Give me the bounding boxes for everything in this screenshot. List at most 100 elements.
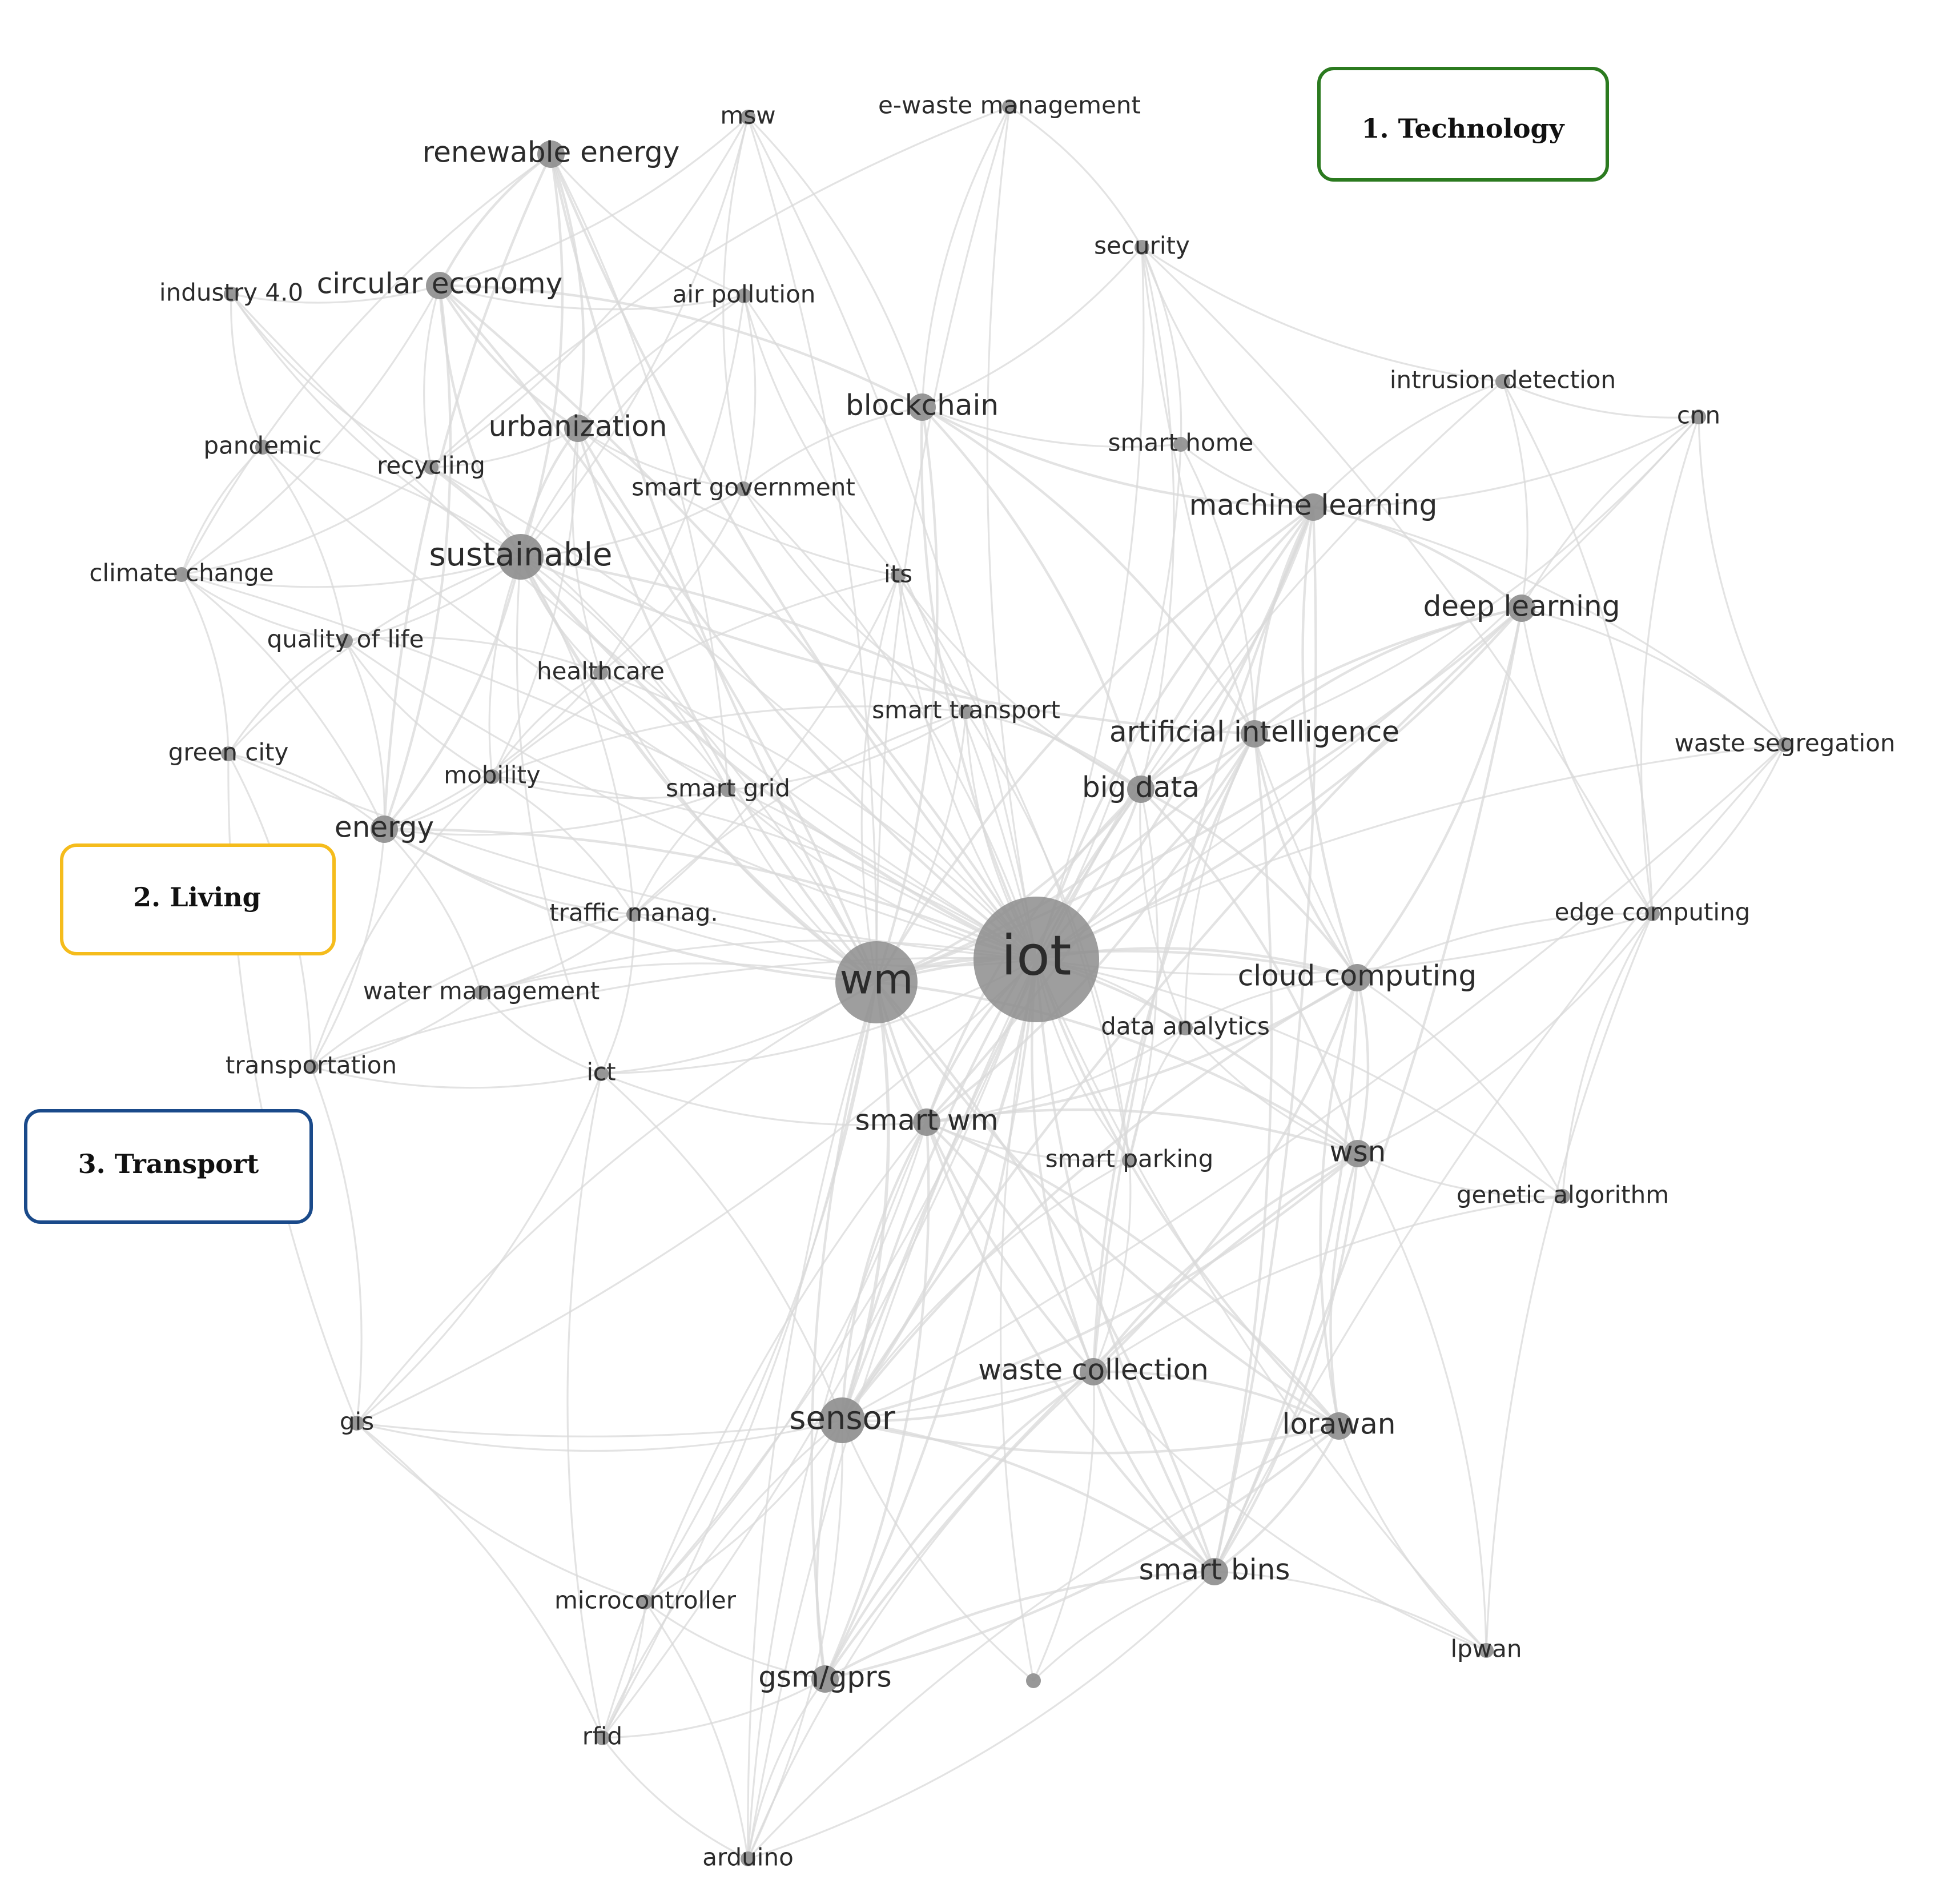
node-label: smart government xyxy=(631,473,855,501)
node-ict: ict xyxy=(586,1058,616,1086)
node-circle xyxy=(255,440,270,455)
node-label: water management xyxy=(363,977,600,1005)
edge-wm-lorawan xyxy=(875,981,1340,1427)
edge-waste_collection-unlabeled_node xyxy=(1032,1371,1095,1681)
edge-sustainable-smart_government xyxy=(520,488,744,558)
edge-renewable_energy-urbanization xyxy=(549,154,585,429)
edge-urbanization-smart_government xyxy=(577,427,744,490)
edge-ict-rfid xyxy=(566,1073,604,1738)
node-circle xyxy=(593,665,608,680)
edge-smart_wm-wsn xyxy=(926,1108,1358,1155)
edge-deep_learning-big_data xyxy=(1140,606,1522,790)
node-circle xyxy=(1127,776,1154,803)
node-label: mobility xyxy=(444,761,541,789)
edge-waste_collection-sensor xyxy=(842,1370,1094,1423)
node-label: wsn xyxy=(1330,1135,1386,1168)
edge-machine_learning-waste_collection xyxy=(1092,507,1315,1372)
edge-genetic_algorithm-edge_computing xyxy=(1562,913,1654,1197)
transport-label: 3. Transport xyxy=(78,1148,259,1179)
edge-sustainable-msw xyxy=(520,117,749,558)
edge-machine_learning-cloud_computing xyxy=(1301,507,1359,978)
edge-traffic_manag-ict xyxy=(600,914,635,1074)
node-circle xyxy=(913,1108,940,1136)
edge-rfid-arduino xyxy=(601,1737,749,1860)
node-label: air pollution xyxy=(673,280,816,308)
edge-wsn-sensor xyxy=(842,1152,1359,1422)
edge-security-machine_learning xyxy=(1141,247,1314,508)
edge-sustainable-green_city xyxy=(227,556,521,755)
node-sustainable: sustainable xyxy=(429,534,613,580)
edge-waste_collection-arduino xyxy=(747,1371,1095,1859)
node-smart-bins: smart bins xyxy=(1139,1553,1290,1586)
node-unlabeled-node xyxy=(1026,1673,1041,1688)
node-quality-of-life: quality of life xyxy=(267,625,424,653)
edge-big_data-cloud_computing xyxy=(1140,788,1358,979)
edges-layer xyxy=(180,106,1786,1860)
edge-iot-circular_economy xyxy=(439,284,1037,961)
node-circle xyxy=(304,1059,319,1074)
node-water-management: water management xyxy=(363,977,600,1005)
node-label: pandemic xyxy=(203,432,321,460)
edge-intrusion_detection-cnn xyxy=(1502,380,1699,419)
edge-smart_grid-energy xyxy=(384,789,729,836)
edge-smart_wm-rfid xyxy=(601,1121,928,1738)
edge-circular_economy-renewable_energy xyxy=(439,153,552,286)
node-edge-computing: edge computing xyxy=(1555,898,1751,926)
edge-gis-rfid xyxy=(356,1422,604,1738)
edge-circular_economy-industry_4_0 xyxy=(231,284,440,304)
edge-smart_transport-smart_grid xyxy=(727,710,967,791)
edge-wm-machine_learning xyxy=(875,506,1314,983)
node-its: its xyxy=(884,560,912,588)
edge-sensor-smart_bins xyxy=(842,1419,1216,1573)
node-smart-government: smart government xyxy=(631,473,855,501)
edge-artificial_intelligence-data_analytics xyxy=(1184,733,1256,1029)
node-label: smart bins xyxy=(1139,1553,1290,1586)
edge-wsn-genetic_algorithm xyxy=(1357,1152,1563,1198)
node-circle xyxy=(1300,493,1327,521)
node-circle xyxy=(626,907,641,922)
node-label: smart transport xyxy=(872,696,1060,724)
node-circle xyxy=(638,1594,653,1609)
edge-wm-water_management xyxy=(481,962,877,994)
node-lpwan: lpwan xyxy=(1450,1635,1522,1663)
edge-big_data-data_analytics xyxy=(1139,789,1186,1029)
edge-wm-urbanization xyxy=(576,428,878,983)
node-label: blockchain xyxy=(846,389,999,422)
edge-healthcare-smart_grid xyxy=(600,672,729,790)
node-renewable-energy: renewable energy xyxy=(423,136,680,169)
node-data-analytics: data analytics xyxy=(1101,1013,1270,1041)
node-label: genetic algorithm xyxy=(1457,1181,1669,1209)
transport-label-box xyxy=(24,1109,313,1224)
node-energy: energy xyxy=(335,811,434,844)
node-circle xyxy=(595,1730,610,1745)
edge-lorawan-arduino xyxy=(747,1425,1339,1860)
edge-air_pollution-healthcare xyxy=(600,295,745,673)
edge-healthcare-quality_of_life xyxy=(345,636,601,674)
edge-iot-transportation xyxy=(311,957,1037,1068)
edge-smart_wm-sensor xyxy=(840,1121,928,1421)
node-pandemic: pandemic xyxy=(203,432,321,460)
node-big-data: big data xyxy=(1082,771,1200,804)
edge-smart_government-blockchain xyxy=(743,406,923,490)
node-label: recycling xyxy=(377,452,485,480)
edge-smart_transport-mobility xyxy=(492,705,967,778)
edge-smart_transport-traffic_manag xyxy=(633,710,967,915)
node-gis: gis xyxy=(340,1408,374,1436)
edge-wsn-gsm_gprs xyxy=(824,1152,1359,1680)
edge-sensor-gsm_gprs xyxy=(815,1420,844,1680)
edge-quality_of_life-green_city xyxy=(227,640,346,754)
edge-sustainable-ict xyxy=(516,556,602,1074)
edge-sustainable-traffic_manag xyxy=(520,556,635,915)
edge-wm-arduino xyxy=(747,982,878,1859)
edge-iot-ict xyxy=(601,958,1037,1075)
edge-blockchain-big_data xyxy=(921,406,1143,790)
edge-smart_wm-data_analytics xyxy=(926,1027,1186,1123)
node-label: circular economy xyxy=(317,267,562,300)
node-smart-parking: smart parking xyxy=(1045,1145,1214,1173)
edge-wm-healthcare xyxy=(600,672,877,983)
edge-wm-blockchain xyxy=(875,407,939,983)
node-circle xyxy=(811,1665,839,1693)
edge-sustainable-artificial_intelligence xyxy=(520,555,1255,736)
edge-machine_learning-waste_segregation xyxy=(1313,506,1786,746)
